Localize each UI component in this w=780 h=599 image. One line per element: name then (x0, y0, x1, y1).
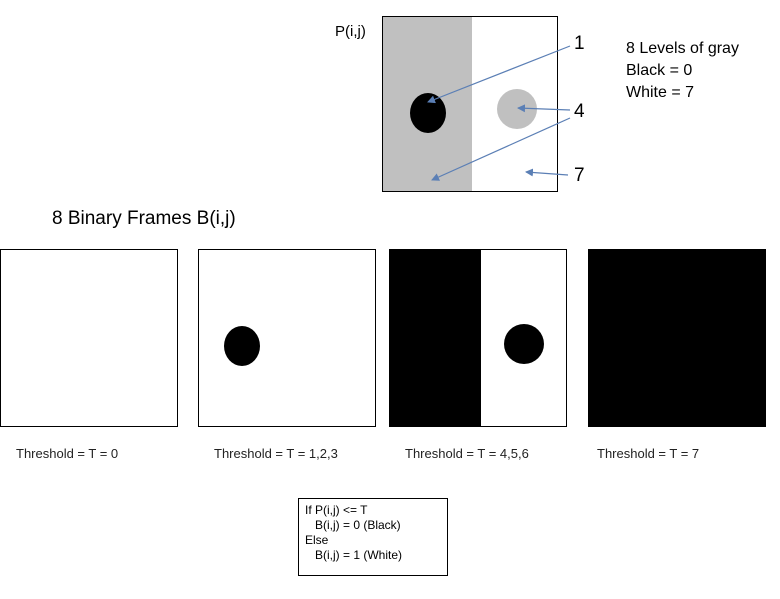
callout-4: 4 (574, 101, 585, 122)
arrow-7 (525, 168, 569, 177)
source-image (382, 16, 558, 192)
binary-frame-t7 (588, 249, 766, 427)
rule-line-black: B(i,j) = 0 (Black) (315, 518, 401, 532)
arrow-4-to-gray-dot (517, 104, 571, 113)
binary-frame-t0 (0, 249, 178, 427)
source-label: P(i,j) (335, 23, 366, 40)
threshold-rule-box: If P(i,j) <= T B(i,j) = 0 (Black) Else B… (298, 498, 448, 576)
legend-white: White = 7 (626, 84, 695, 101)
threshold-label-3: Threshold = T = 4,5,6 (405, 446, 529, 461)
binary-frame-t456 (389, 249, 567, 427)
threshold-label-1: Threshold = T = 0 (16, 446, 119, 461)
rule-line-if: If P(i,j) <= T (305, 503, 368, 517)
rule-line-white: B(i,j) = 1 (White) (315, 548, 403, 562)
legend-black: Black = 0 (626, 62, 693, 79)
rule-line-else: Else (305, 533, 329, 547)
black-region (390, 250, 481, 426)
black-dot (224, 326, 260, 366)
threshold-label-4: Threshold = T = 7 (597, 446, 700, 461)
arrow-1 (427, 45, 571, 104)
callout-7: 7 (574, 165, 585, 186)
legend-levels: 8 Levels of gray (626, 40, 739, 57)
callout-1: 1 (574, 33, 585, 54)
arrow-4-to-gray-region (431, 117, 571, 181)
frames-title: 8 Binary Frames B(i,j) (52, 208, 236, 229)
threshold-label-2: Threshold = T = 1,2,3 (214, 446, 338, 461)
binary-frame-t123 (198, 249, 376, 427)
black-dot (504, 324, 544, 364)
